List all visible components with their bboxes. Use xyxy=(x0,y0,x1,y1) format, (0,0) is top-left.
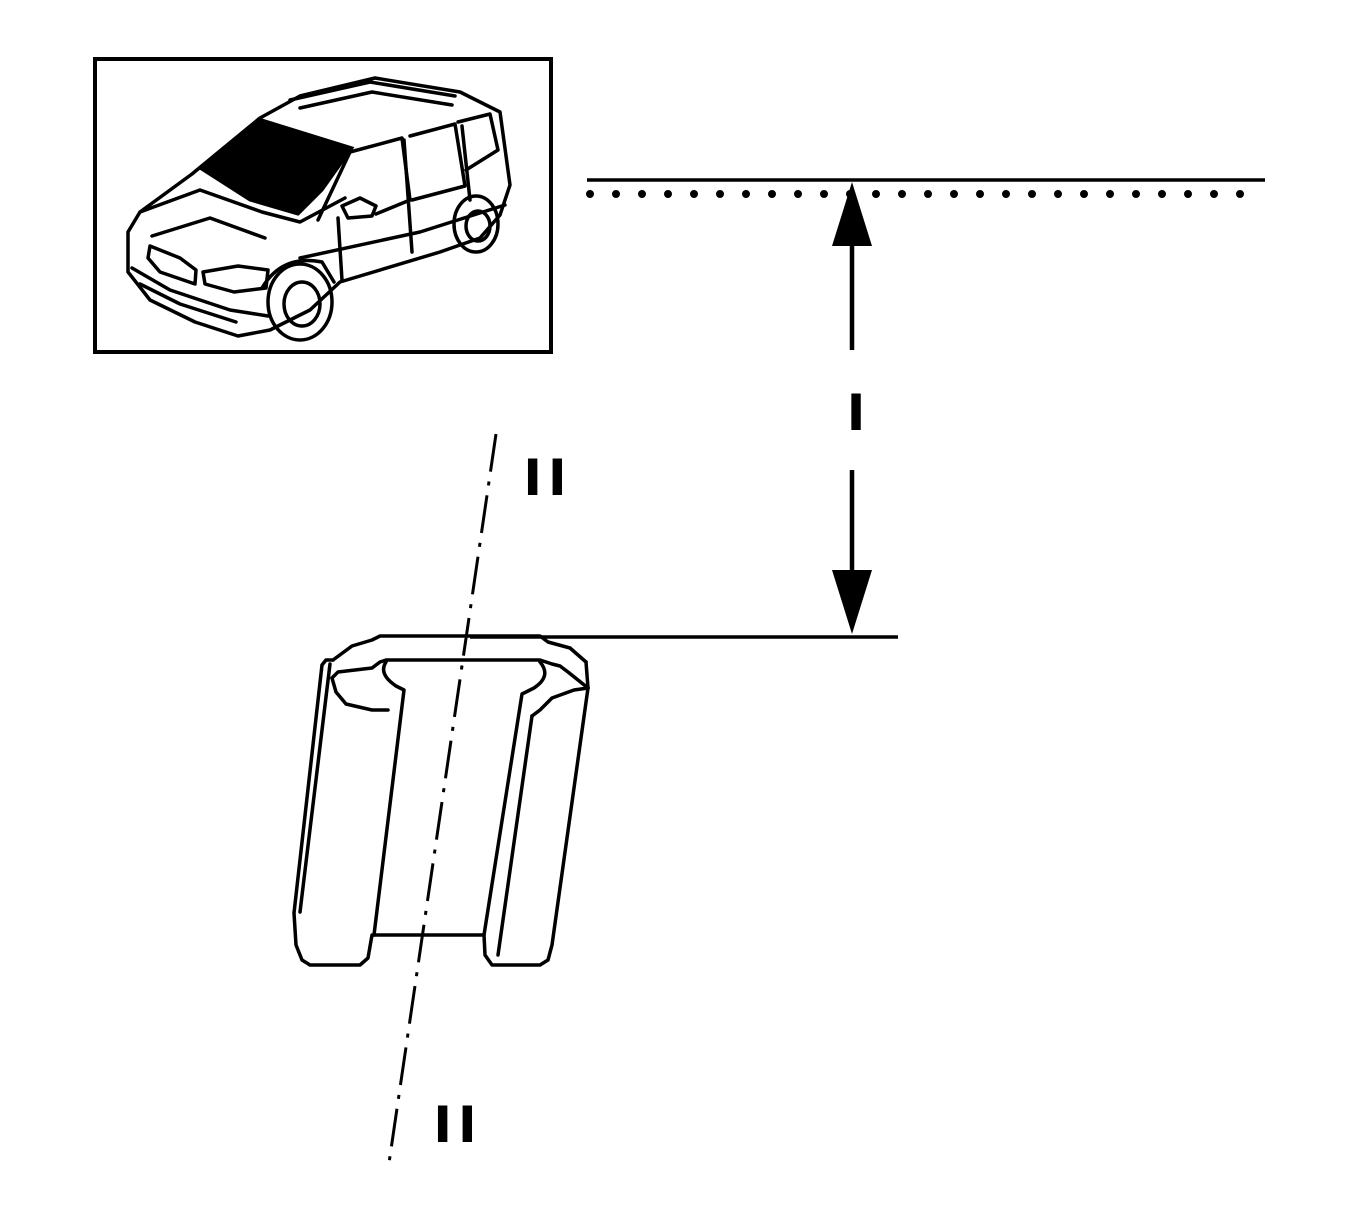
dimension-arrow xyxy=(832,182,872,634)
minivan-icon xyxy=(126,76,512,342)
dimension-label: I xyxy=(847,384,866,442)
vehicle-inset xyxy=(93,57,553,354)
centre-axis xyxy=(387,433,498,1164)
axis-label-bottom: II xyxy=(433,1096,482,1154)
arrowhead-down-icon xyxy=(832,570,872,634)
arrowhead-up-icon xyxy=(832,182,872,246)
windshield-highlight xyxy=(197,118,355,216)
clip-component xyxy=(292,634,590,967)
axis-label-top: II xyxy=(523,449,572,507)
